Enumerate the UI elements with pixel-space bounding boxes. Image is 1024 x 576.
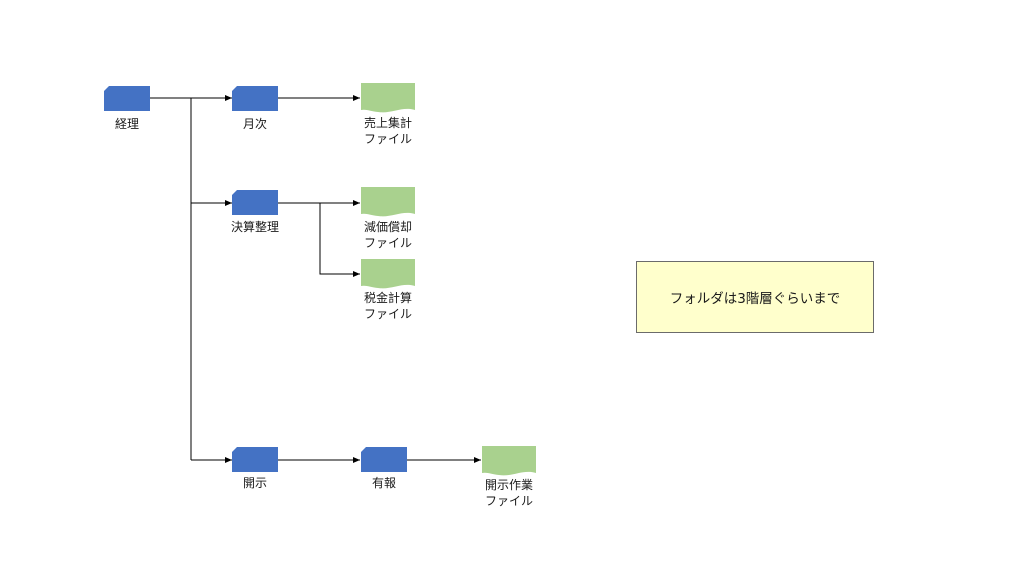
node-label-kaijisagyo-line1: 開示作業 xyxy=(484,478,534,492)
folder-icon xyxy=(232,86,278,111)
folder-icon xyxy=(232,190,278,215)
file-icon xyxy=(361,83,415,113)
node-label-yuho: 有報 xyxy=(371,476,397,490)
node-label-uriage-line2: ファイル xyxy=(363,132,413,146)
node-label-uriage-line1: 売上集計 xyxy=(363,116,413,130)
node-label-getsuji: 月次 xyxy=(242,117,268,131)
node-label-kaijisagyo-line2: ファイル xyxy=(484,494,534,508)
node-label-kaiji: 開示 xyxy=(242,476,268,490)
node-label-genka-line1: 減価償却 xyxy=(363,220,413,234)
folders xyxy=(104,86,407,472)
folder-icon xyxy=(232,447,278,472)
folder-icon xyxy=(104,86,150,111)
node-label-keiri: 経理 xyxy=(114,117,140,131)
connectors xyxy=(150,95,481,463)
node-label-zeikin-line2: ファイル xyxy=(363,307,413,321)
file-icon xyxy=(482,446,536,476)
note-box: フォルダは3階層ぐらいまで xyxy=(636,261,874,333)
file-icon xyxy=(361,187,415,217)
note-text: フォルダは3階層ぐらいまで xyxy=(669,291,841,307)
edge-kessan-zeikin xyxy=(319,203,360,277)
files xyxy=(361,83,536,476)
file-icon xyxy=(361,259,415,289)
node-label-kessan: 決算整理 xyxy=(230,220,280,234)
node-label-zeikin-line1: 税金計算 xyxy=(363,291,413,305)
node-label-genka-line2: ファイル xyxy=(363,236,413,250)
folder-icon xyxy=(361,447,407,472)
